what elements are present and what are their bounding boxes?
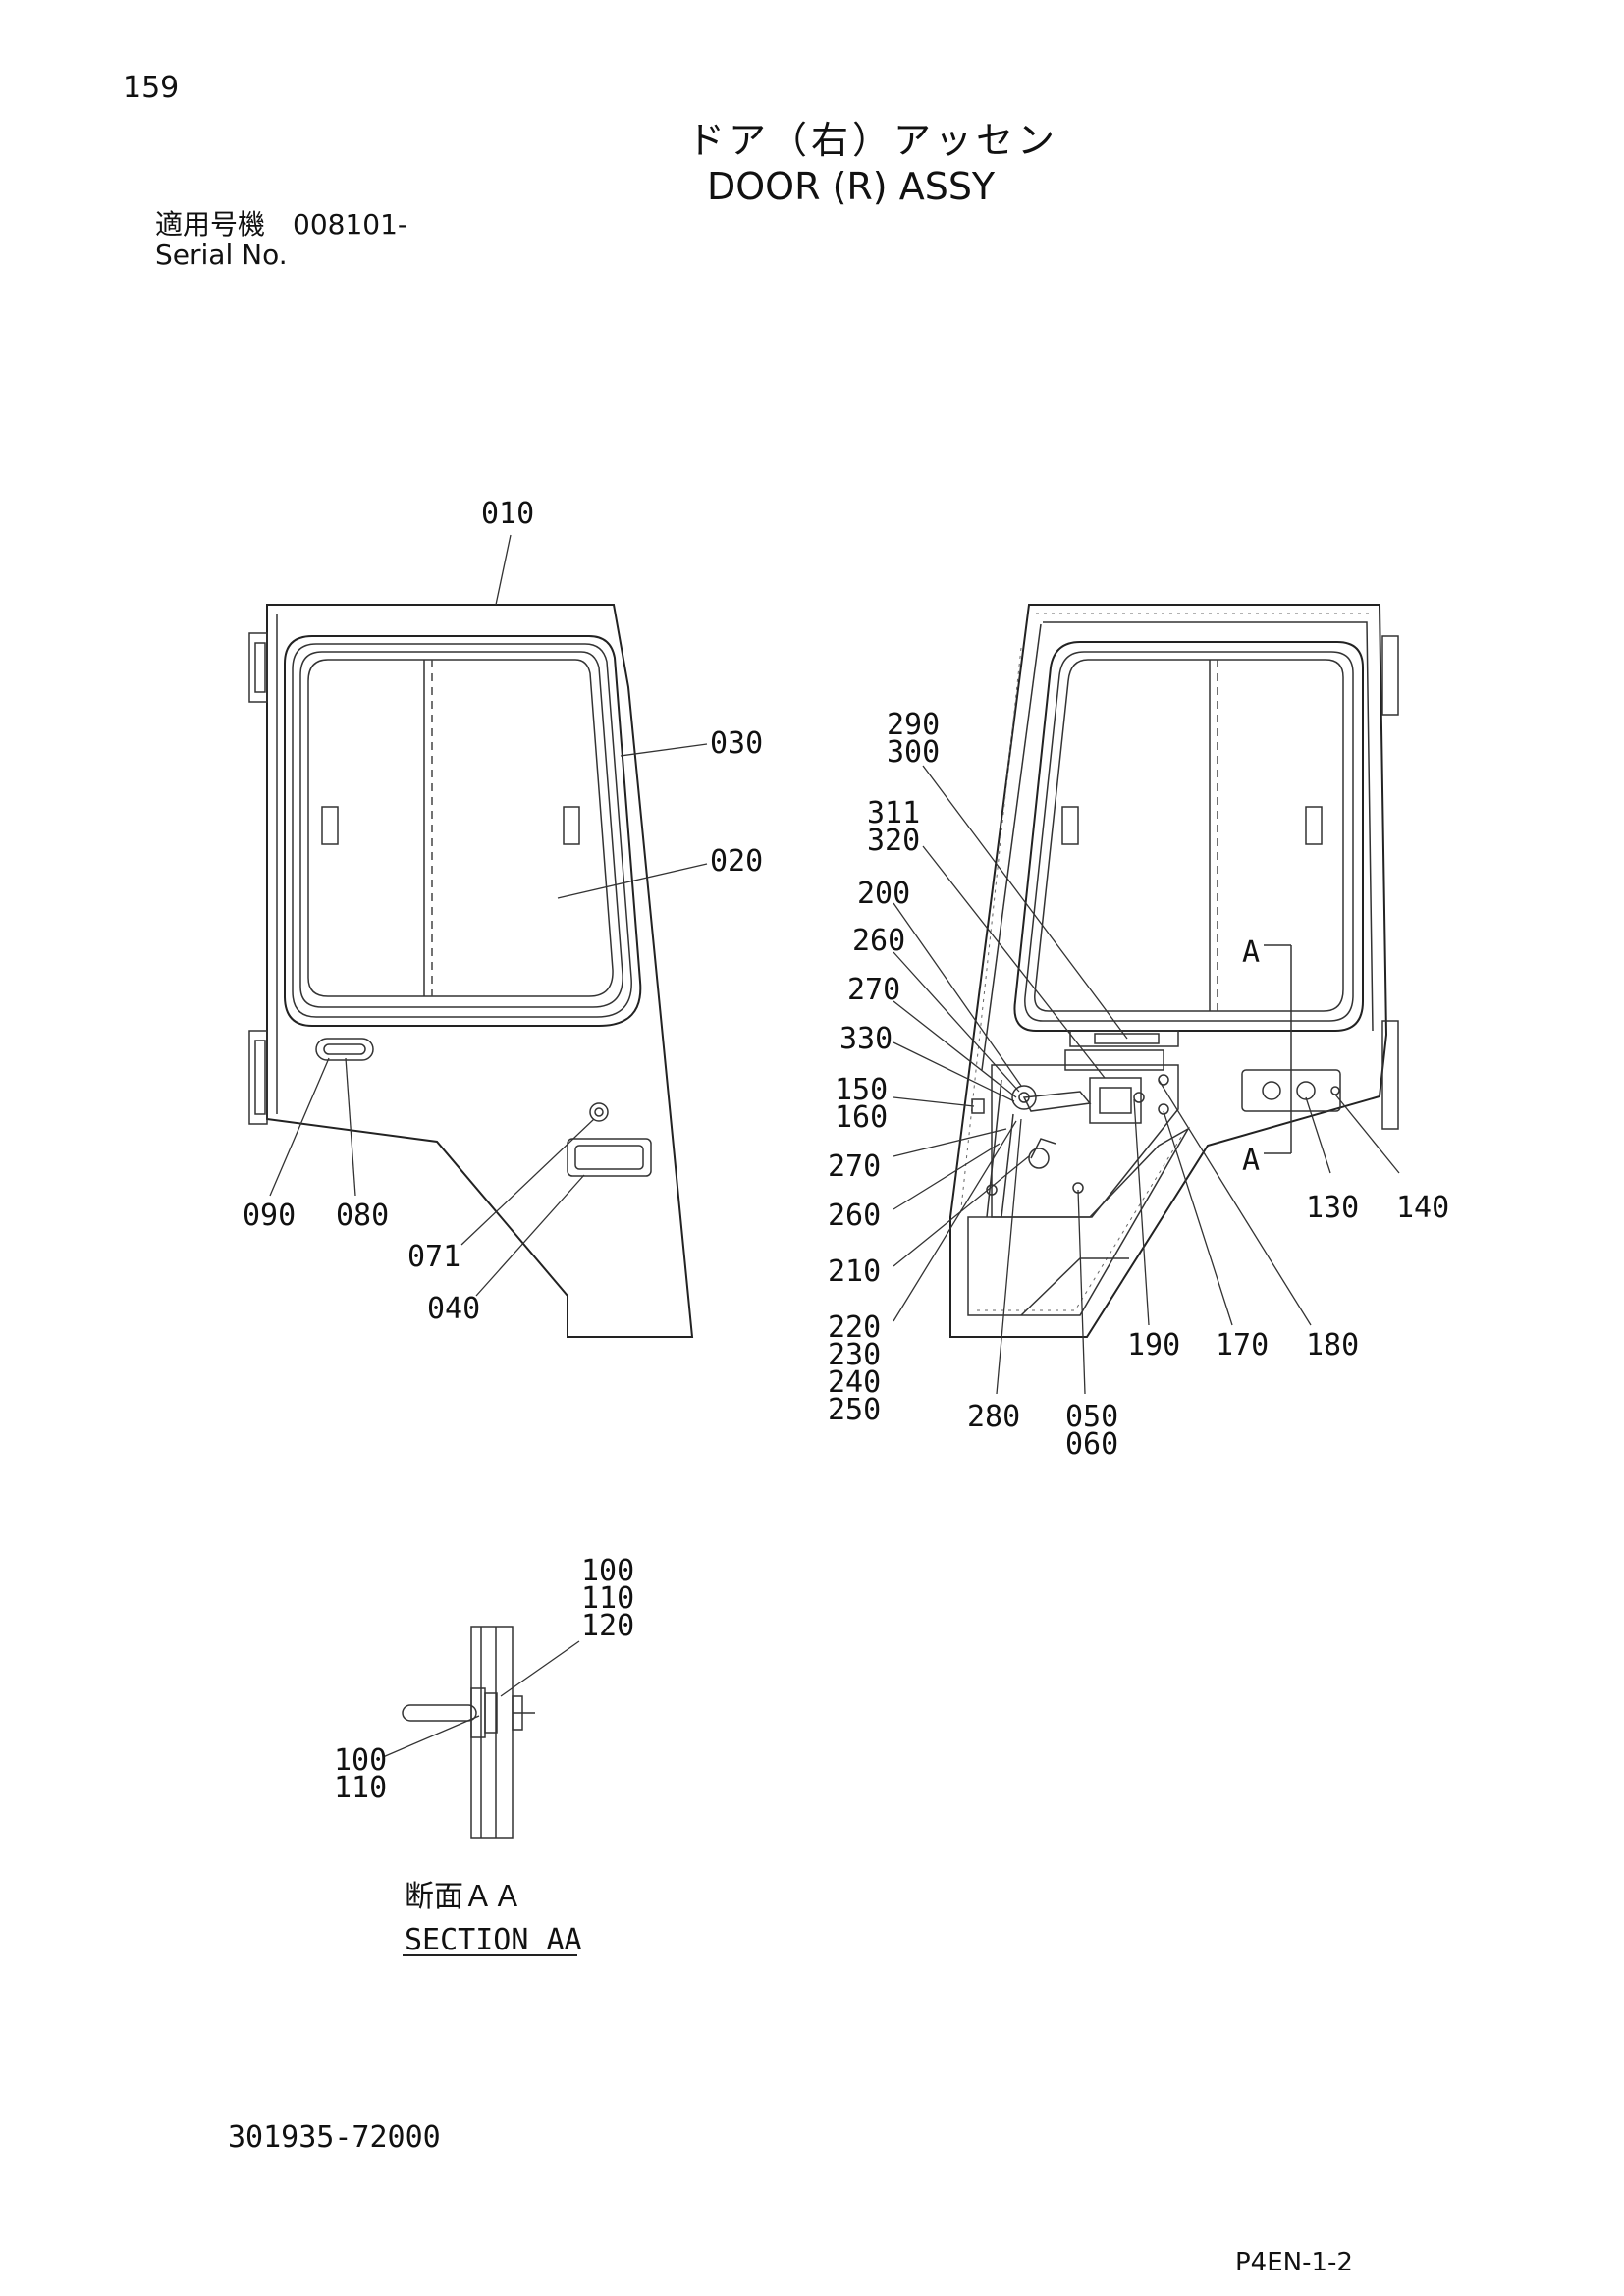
callout-300: 300 [887,735,940,770]
section-marker-a-bottom: A [1242,1144,1260,1178]
title-english: DOOR (R) ASSY [707,165,996,208]
callout-240: 240 [828,1365,881,1400]
callout-270: 270 [847,973,900,1007]
callout-270-lower: 270 [828,1149,881,1184]
callout-050: 050 [1065,1400,1118,1434]
callout-labels: 010 030 020 090 080 071 040 290 300 311 … [243,497,1449,1957]
callout-311: 311 [867,796,920,830]
section-marker-a-top: A [1242,935,1260,970]
callout-220: 220 [828,1310,881,1345]
callout-170: 170 [1216,1328,1269,1362]
drawing-number: 301935-72000 [228,2120,441,2155]
callout-160: 160 [835,1100,888,1135]
callout-090: 090 [243,1199,296,1233]
callout-260-lower: 260 [828,1199,881,1233]
callout-010: 010 [481,497,534,531]
callout-leader-lines [269,534,1400,1758]
callout-130: 130 [1306,1191,1359,1225]
callout-100-bottom: 100 [334,1743,387,1778]
callout-190: 190 [1127,1328,1180,1362]
callout-180: 180 [1306,1328,1359,1362]
page-reference: P4EN-1-2 [1235,2248,1353,2277]
serial-label-japanese: 適用号機 008101- [155,208,407,240]
serial-label-english: Serial No. [155,239,288,271]
callout-150: 150 [835,1073,888,1107]
callout-230: 230 [828,1338,881,1372]
callout-020: 020 [710,844,763,879]
callout-320: 320 [867,824,920,858]
page-number: 159 [123,71,180,105]
title-japanese: ドア（右）アッセン [687,119,1059,162]
callout-060: 060 [1065,1427,1118,1462]
callout-260: 260 [852,924,905,958]
door-inner-view [949,604,1399,1338]
callout-280: 280 [967,1400,1020,1434]
callout-120: 120 [581,1609,634,1643]
callout-200: 200 [857,877,910,911]
callout-030: 030 [710,726,763,761]
callout-110-top: 110 [581,1581,634,1616]
section-label-japanese: 断面ＡＡ [405,1880,522,1914]
callout-040: 040 [427,1292,480,1326]
callout-080: 080 [336,1199,389,1233]
callout-250: 250 [828,1393,881,1427]
section-label-english: SECTION AA [405,1923,582,1957]
callout-100-top: 100 [581,1554,634,1588]
section-aa-view [402,1626,535,1839]
callout-071: 071 [407,1240,460,1274]
callout-210: 210 [828,1255,881,1289]
callout-140: 140 [1396,1191,1449,1225]
callout-330: 330 [839,1022,893,1056]
callout-290: 290 [887,708,940,742]
callout-110-bottom: 110 [334,1771,387,1805]
door-outer-view [248,604,694,1338]
